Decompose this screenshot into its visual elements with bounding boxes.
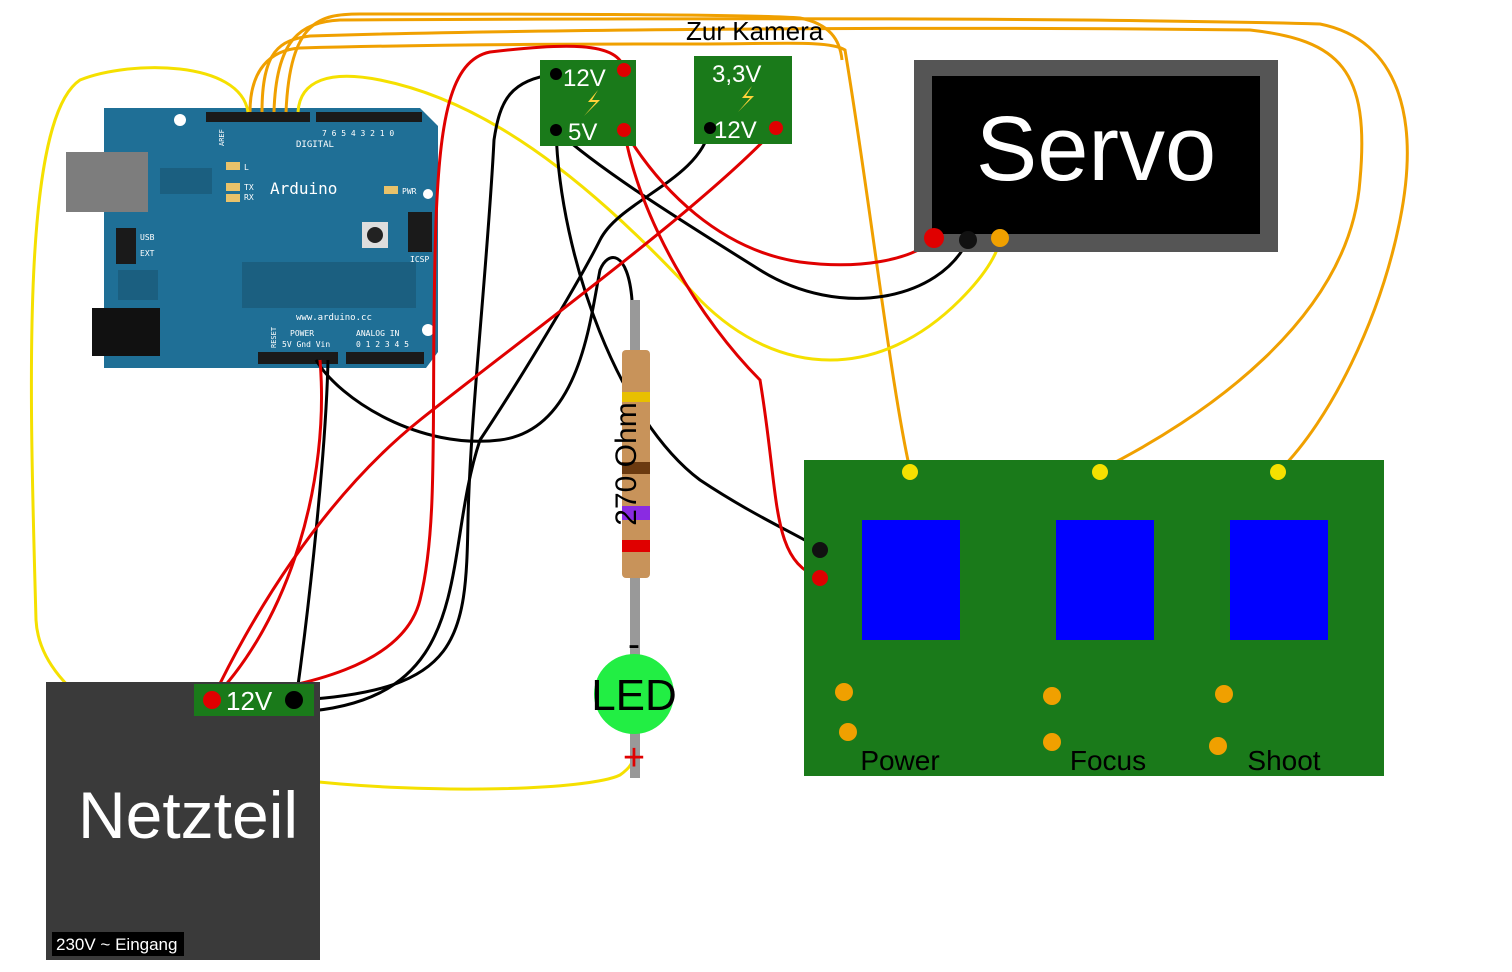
netzteil-output-label: 12V xyxy=(226,686,273,716)
arduino-url: www.arduino.cc xyxy=(296,313,372,323)
led xyxy=(594,654,674,734)
wire-black-2 xyxy=(554,129,822,552)
usb-port xyxy=(66,152,148,212)
wire-red-2 xyxy=(210,126,778,701)
netzteil-minus-terminal xyxy=(285,691,303,709)
arduino-l-label: L xyxy=(244,163,249,172)
arduino-pwr-label: PWR xyxy=(402,187,417,196)
led-label: LED xyxy=(591,671,677,720)
resistor-led: 270 Ohm - LED + xyxy=(591,300,677,779)
arduino-pin-numbers-right: 7 6 5 4 3 2 1 0 xyxy=(322,129,394,138)
arduino-aref-label: AREF xyxy=(218,129,226,146)
wire-black-1 xyxy=(299,72,557,702)
arduino-ext-label: EXT xyxy=(140,249,155,258)
servo-pin-signal xyxy=(991,229,1009,247)
wires xyxy=(29,12,1409,791)
relay-label-power: Power xyxy=(860,745,939,776)
power-supply: 12V Netzteil 230V ~ Eingang xyxy=(46,682,320,960)
wire-orange-4 xyxy=(284,12,844,113)
converter-1-output: 5V xyxy=(568,119,597,146)
servo-label: Servo xyxy=(976,98,1216,200)
netzteil-label: Netzteil xyxy=(78,778,298,852)
arduino-reset-label: RESET xyxy=(270,326,278,348)
arduino-tx-label: TX xyxy=(244,183,254,192)
relay-board: Power Focus Shoot xyxy=(804,460,1384,776)
arduino-digital-label: DIGITAL xyxy=(296,140,334,150)
header-analog xyxy=(346,352,424,364)
resistor-label: 270 Ohm xyxy=(610,402,643,525)
relay-shoot xyxy=(1230,520,1328,640)
wire-black-5 xyxy=(314,256,634,443)
arduino-power-pins: 5V Gnd Vin xyxy=(282,340,330,349)
relay-label-shoot: Shoot xyxy=(1247,745,1320,776)
arduino-power-label: POWER xyxy=(290,329,314,338)
camera-label: Zur Kamera xyxy=(686,16,824,46)
arduino-board: Arduino www.arduino.cc DIGITAL L TX RX P… xyxy=(66,108,438,368)
converter-2-output: 12V xyxy=(714,117,757,144)
servo: Servo xyxy=(914,60,1278,252)
power-jack xyxy=(92,308,160,356)
wire-black-4 xyxy=(299,127,712,714)
wire-yellow-2 xyxy=(29,66,636,791)
arduino-icsp-label: ICSP xyxy=(410,255,429,264)
led-minus: - xyxy=(628,623,640,664)
converter-1-input: 12V xyxy=(563,65,606,92)
atmega-chip xyxy=(242,262,416,308)
netzteil-plus-terminal xyxy=(203,691,221,709)
wire-orange-1 xyxy=(248,41,912,471)
voltage-converter-2: 3,3V 12V xyxy=(694,56,792,144)
wire-red-5 xyxy=(210,359,324,702)
wire-black-3 xyxy=(554,128,970,300)
wire-orange-3 xyxy=(272,17,1409,472)
wire-black-6 xyxy=(294,359,330,701)
icsp-header xyxy=(408,212,432,252)
wire-red-4 xyxy=(622,129,935,267)
lightning-icon xyxy=(584,90,600,116)
relay-focus xyxy=(1056,520,1154,640)
relay-label-focus: Focus xyxy=(1070,745,1146,776)
wire-red-3 xyxy=(622,129,821,580)
lightning-icon xyxy=(738,86,754,112)
netzteil-input-label: 230V ~ Eingang xyxy=(56,935,177,954)
servo-pin-ground xyxy=(959,231,977,249)
servo-pin-power xyxy=(924,228,944,248)
wire-red-1 xyxy=(211,44,626,702)
header-digital-right xyxy=(316,112,422,122)
header-power xyxy=(258,352,338,364)
arduino-rx-label: RX xyxy=(244,193,254,202)
wire-orange-2 xyxy=(260,26,1364,472)
arduino-analog-pins: 0 1 2 3 4 5 xyxy=(356,340,409,349)
header-digital-left xyxy=(206,112,310,122)
led-plus: + xyxy=(623,737,645,779)
relay-power xyxy=(862,520,960,640)
converter-2-input: 3,3V xyxy=(712,61,761,88)
arduino-usb-label: USB xyxy=(140,233,155,242)
voltage-converter-1: 12V 5V xyxy=(540,60,636,146)
arduino-name: Arduino xyxy=(270,179,337,198)
arduino-analog-label: ANALOG IN xyxy=(356,329,400,338)
